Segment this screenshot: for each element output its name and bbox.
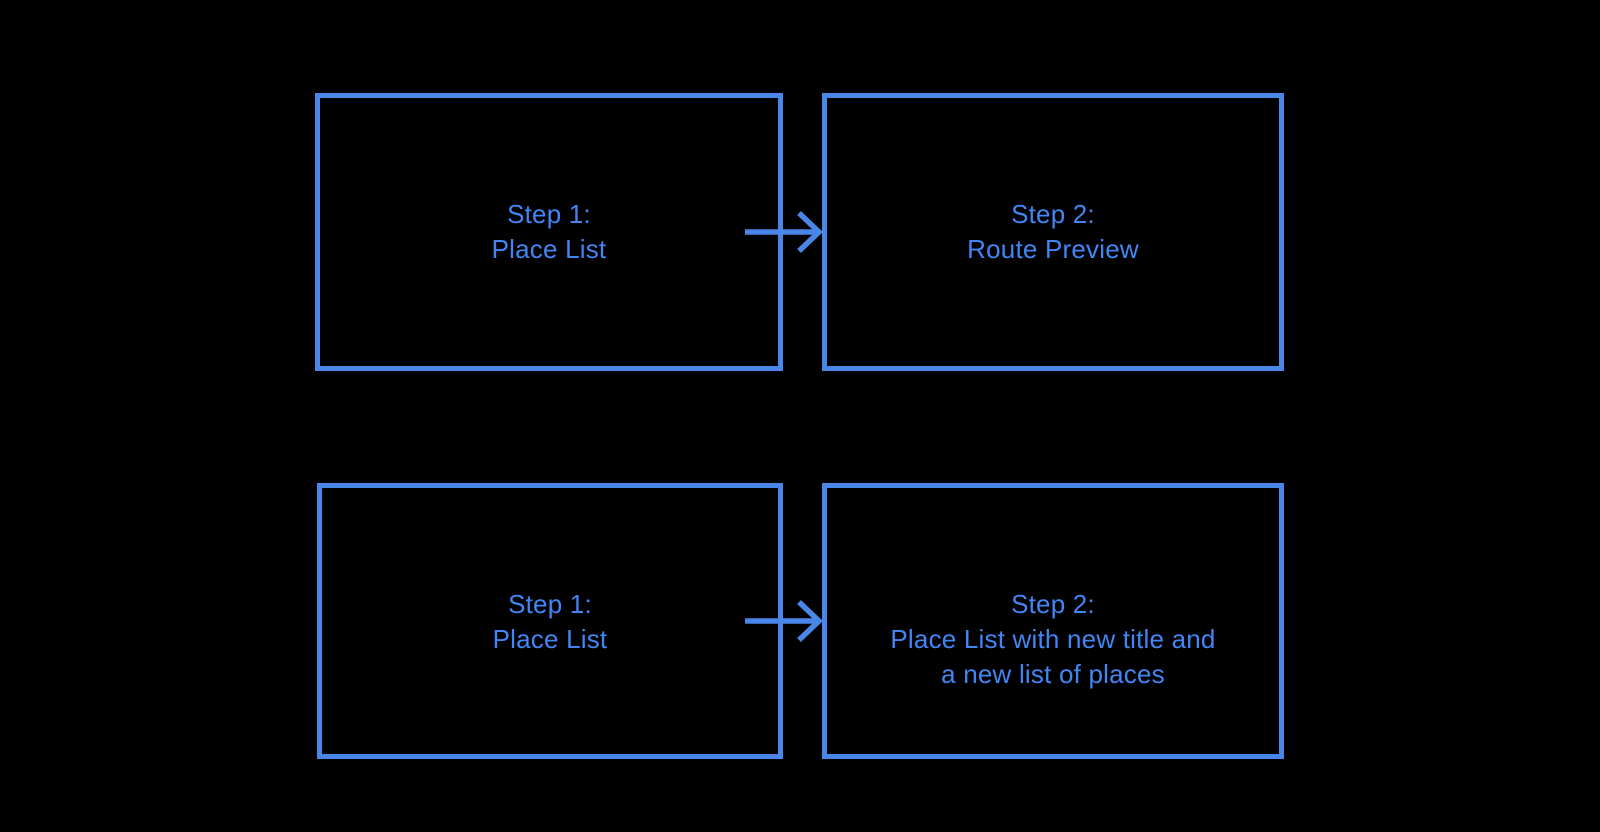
box-label-line: Step 1:	[508, 589, 592, 619]
box-label-line: Step 2:	[1011, 199, 1095, 229]
arrow-right-icon	[745, 211, 823, 253]
box-label: Step 2: Route Preview	[967, 197, 1139, 267]
box-label-line: Route Preview	[967, 234, 1139, 264]
box-step2-route-preview: Step 2: Route Preview	[822, 93, 1284, 371]
box-label: Step 2: Place List with new title and a …	[890, 587, 1215, 692]
box-label-line: Place List	[491, 234, 607, 264]
box-step1-place-list-row1: Step 1: Place List	[315, 93, 783, 371]
box-label-line: Place List with new title and	[890, 624, 1216, 654]
box-label: Step 1: Place List	[492, 197, 607, 267]
box-label-line: Step 2:	[1011, 589, 1095, 619]
arrow-right-icon	[745, 600, 823, 642]
box-label: Step 1: Place List	[493, 587, 608, 657]
box-label-line: Place List	[492, 624, 608, 654]
box-step1-place-list-row2: Step 1: Place List	[317, 483, 783, 759]
box-label-line: Step 1:	[507, 199, 591, 229]
box-step2-place-list-new: Step 2: Place List with new title and a …	[822, 483, 1284, 759]
box-label-line: a new list of places	[941, 659, 1165, 689]
